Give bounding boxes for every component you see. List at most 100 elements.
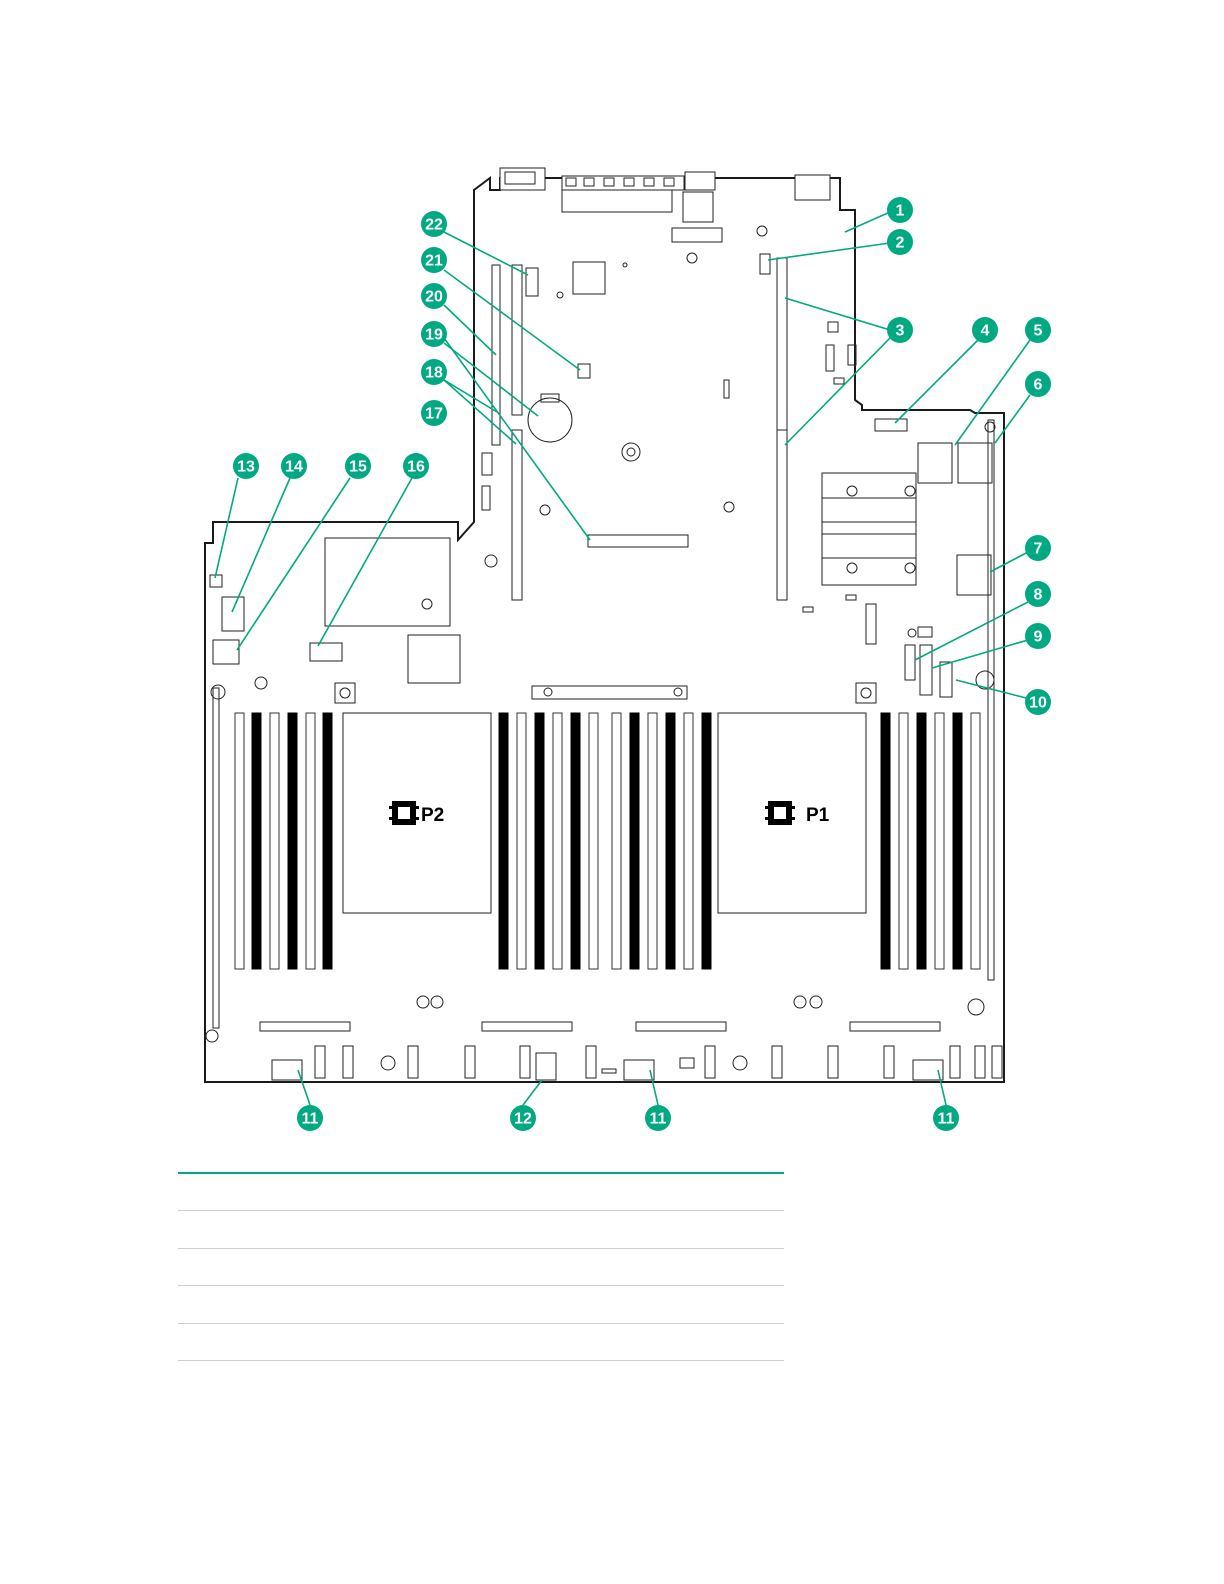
dimm-slot (305, 712, 316, 970)
callout-number: 5 (1034, 323, 1043, 340)
dimm-slot (701, 712, 712, 970)
storage-connectors (874, 418, 996, 698)
callout-number: 11 (938, 1111, 955, 1128)
fan-connector (974, 1045, 986, 1079)
dimm-slot (322, 712, 333, 970)
callout-number: 4 (981, 323, 990, 340)
callout-number: 15 (349, 459, 367, 476)
callout-c14: 14 (281, 453, 307, 479)
callout-number: 11 (302, 1111, 319, 1128)
dimm-slots (212, 419, 995, 1029)
callout-number: 2 (896, 235, 905, 252)
table-row-rule (178, 1323, 784, 1324)
callout-number: 11 (650, 1111, 667, 1128)
callout-c11c: 11 (933, 1105, 959, 1131)
dimm-slot (916, 712, 927, 970)
fan-connector (464, 1045, 476, 1079)
callout-circle (1025, 689, 1051, 715)
board-rail (987, 419, 995, 981)
dimm-slot (516, 712, 527, 970)
callout-circle (421, 247, 447, 273)
table-header-rule (178, 1172, 784, 1174)
callout-circle (510, 1105, 536, 1131)
callout-c9: 9 (1025, 623, 1051, 649)
fan-connector (949, 1045, 961, 1079)
fan-connector (407, 1045, 419, 1079)
fan-connector (991, 1045, 1003, 1079)
callout-c10: 10 (1025, 689, 1051, 715)
callout-number: 1 (896, 203, 905, 220)
pcie-slots-left (491, 264, 539, 601)
dimm-slot (552, 712, 563, 970)
callout-number: 13 (237, 459, 255, 476)
callout-circle (281, 453, 307, 479)
callout-number: 14 (285, 459, 303, 476)
callout-circle (297, 1105, 323, 1131)
fan-connector (771, 1045, 783, 1079)
fan-connector (519, 1045, 531, 1079)
callout-circle (1025, 317, 1051, 343)
callout-c20: 20 (421, 283, 447, 309)
bottom-connectors (259, 995, 985, 1081)
callout-circle (887, 197, 913, 223)
table-row-rule (178, 1285, 784, 1286)
dimm-slot (611, 712, 622, 970)
board-rail (212, 687, 220, 1029)
callout-number: 9 (1034, 629, 1043, 646)
table-row-rule (178, 1210, 784, 1211)
callout-circle (421, 321, 447, 347)
callout-circle (1025, 581, 1051, 607)
fan-connector (883, 1045, 895, 1079)
callout-circle (887, 229, 913, 255)
socket-p2 (342, 712, 492, 914)
dimm-slot (269, 712, 280, 970)
fan-connector (827, 1045, 839, 1079)
callout-c19: 19 (421, 321, 447, 347)
callout-c7: 7 (1025, 535, 1051, 561)
callout-number: 21 (425, 253, 443, 270)
callout-number: 22 (425, 217, 443, 234)
callout-circle (345, 453, 371, 479)
tpm-connector (587, 534, 689, 548)
dimm-slot (287, 712, 298, 970)
system-battery (527, 393, 573, 443)
left-connectors (205, 537, 461, 1043)
callout-number: 10 (1029, 695, 1047, 712)
p1-chip-icon (765, 801, 795, 825)
dimm-slot (647, 712, 658, 970)
callout-leader-lines (214, 211, 1031, 1106)
callout-number: 8 (1034, 587, 1043, 604)
fan-connector (704, 1045, 716, 1079)
processor-label-p1: P1 (806, 805, 830, 826)
callout-circle (1025, 371, 1051, 397)
callout-number: 3 (896, 323, 905, 340)
dimm-slot (588, 712, 599, 970)
callout-number: 20 (425, 289, 443, 306)
callout-circle (421, 359, 447, 385)
callout-circle (421, 211, 447, 237)
callout-number: 17 (425, 406, 443, 423)
callout-c16: 16 (403, 453, 429, 479)
callout-c12: 12 (510, 1105, 536, 1131)
callout-circle (1025, 623, 1051, 649)
callout-c2: 2 (887, 229, 913, 255)
dimm-slot (498, 712, 509, 970)
processor-label-p2: P2 (421, 805, 444, 826)
callout-number: 7 (1034, 541, 1043, 558)
dimm-slot (952, 712, 963, 970)
dimm-slot (534, 712, 545, 970)
callout-c17: 17 (421, 400, 447, 426)
dimm-slot (880, 712, 891, 970)
processor-sockets (334, 682, 877, 914)
callout-c11a: 11 (297, 1105, 323, 1131)
callout-number: 19 (425, 327, 443, 344)
callout-c11b: 11 (645, 1105, 671, 1131)
rear-io-connectors (499, 167, 831, 223)
table-row-rule (178, 1248, 784, 1249)
callout-c5: 5 (1025, 317, 1051, 343)
dimm-slot (683, 712, 694, 970)
dimm-slot (251, 712, 262, 970)
callout-c3: 3 (887, 317, 913, 343)
